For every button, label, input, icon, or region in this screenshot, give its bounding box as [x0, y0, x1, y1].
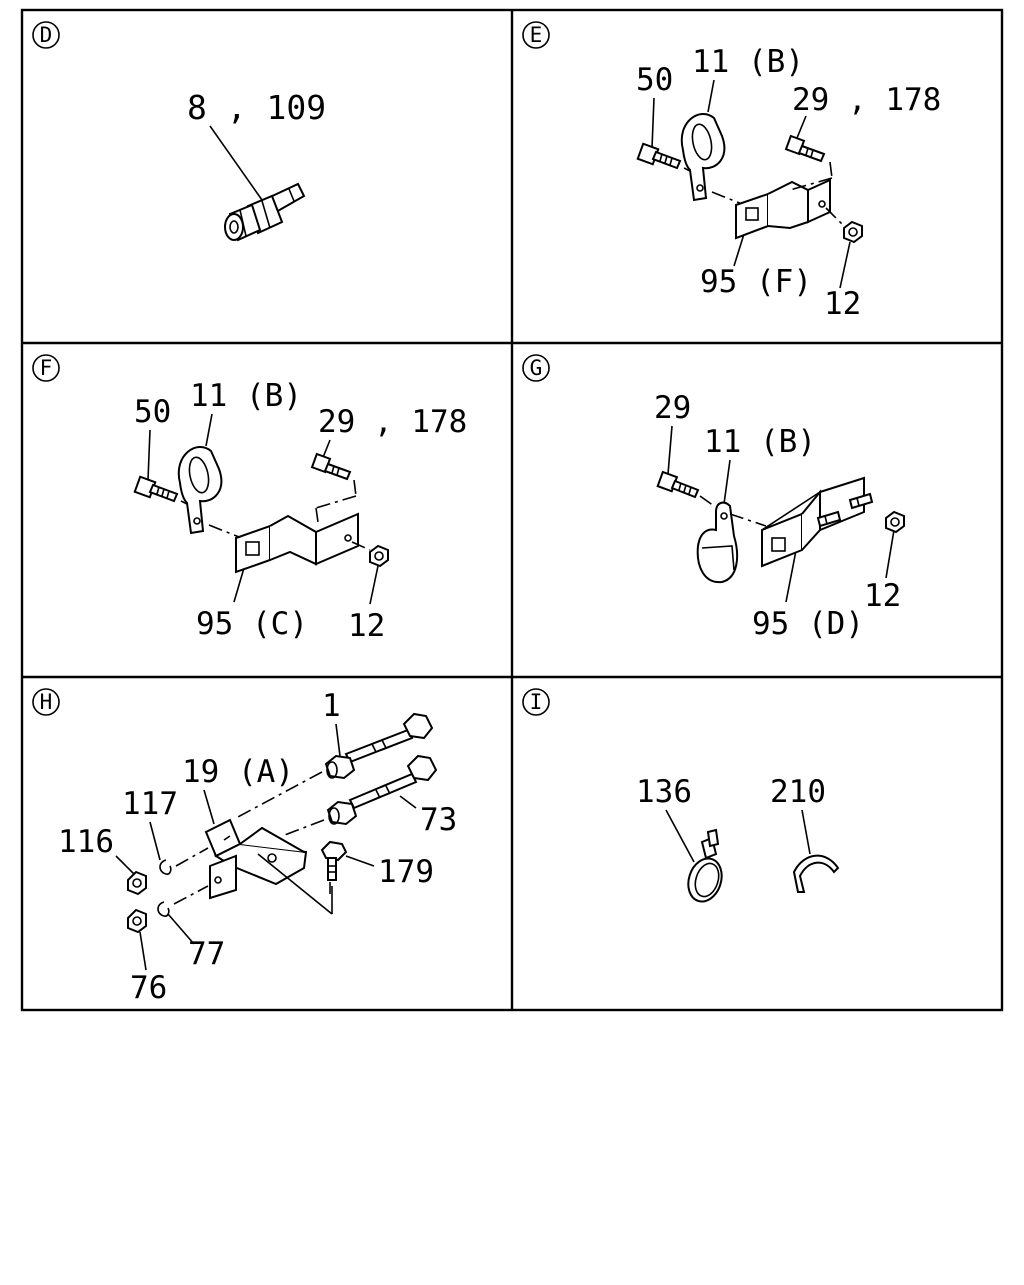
part-label-117: 117: [122, 786, 178, 822]
bracket-95d: [761, 476, 865, 568]
protector-210: [792, 854, 840, 893]
bolt-73: [326, 754, 438, 826]
part-label-12: 12: [824, 286, 861, 322]
part-label-11b: 11 (B): [704, 424, 816, 460]
hose-band-136: [687, 828, 723, 903]
part-label-8-109: 8 , 109: [187, 88, 326, 127]
part-label-95d: 95 (D): [752, 606, 864, 642]
bracket-95f: [735, 178, 831, 240]
bolt-29-178: [310, 452, 352, 481]
part-label-210: 210: [770, 774, 826, 810]
spring-washer-117: [159, 859, 172, 875]
part-label-29-178: 29 , 178: [792, 82, 941, 118]
nut-12: [843, 220, 863, 244]
nut-116: [127, 870, 147, 896]
part-label-116: 116: [58, 824, 114, 860]
panel-tag-h-text: H: [40, 690, 53, 714]
bracket-95c: [235, 512, 359, 574]
panel-f: F 50 11 (B) 29 , 178 95 (C) 12: [32, 354, 467, 644]
part-label-95f: 95 (F): [700, 264, 812, 300]
bolt-1: [324, 712, 434, 780]
part-label-1: 1: [322, 688, 341, 724]
panel-tag-i: I: [522, 688, 550, 716]
panel-tag-e: E: [522, 21, 550, 49]
hose-fitting: [224, 182, 306, 242]
part-label-179: 179: [378, 854, 434, 890]
panel-d: D 8 , 109: [32, 21, 326, 242]
part-label-95c: 95 (C): [196, 606, 308, 642]
part-label-11b: 11 (B): [692, 44, 804, 80]
panel-tag-f: F: [32, 354, 60, 382]
nut-12: [885, 510, 905, 534]
part-label-77: 77: [188, 936, 225, 972]
part-label-136: 136: [636, 774, 692, 810]
clamp-11b: [177, 445, 223, 535]
bolt-179: [320, 840, 348, 881]
panel-h: H 1 19 (A) 117 116 73 179 77 76: [32, 688, 457, 1006]
panel-tag-g: G: [522, 354, 550, 382]
spring-washer-77: [157, 901, 170, 917]
stud-bolts: [816, 492, 874, 528]
bracket-19a: [204, 818, 308, 900]
part-label-19a: 19 (A): [182, 754, 294, 790]
panel-tag-d: D: [32, 21, 60, 49]
clamp-11b: [696, 501, 739, 584]
bolt-29: [656, 470, 700, 499]
panel-tag-i-text: I: [530, 690, 543, 714]
bolt-50: [636, 142, 682, 170]
part-label-76: 76: [130, 970, 167, 1006]
panel-g: G 29 11 (B) 95 (D) 12: [522, 354, 905, 642]
bolt-29-178: [784, 134, 826, 163]
panel-tag-h: H: [32, 688, 60, 716]
bolt-50: [133, 475, 179, 503]
part-label-73: 73: [420, 802, 457, 838]
part-label-12: 12: [864, 578, 901, 614]
part-label-29: 29: [654, 390, 691, 426]
panel-grid: [20, 8, 1004, 1012]
clamp-11b: [680, 112, 726, 202]
panel-tag-g-text: G: [530, 356, 543, 380]
part-label-50: 50: [636, 62, 673, 98]
part-label-50: 50: [134, 394, 171, 430]
panel-tag-d-text: D: [40, 23, 53, 47]
panel-i: I 136 210: [522, 688, 840, 903]
panel-tag-e-text: E: [530, 23, 543, 47]
part-label-12: 12: [348, 608, 385, 644]
nut-76: [127, 908, 147, 934]
part-label-29-178: 29 , 178: [318, 404, 467, 440]
nut-12: [369, 544, 389, 568]
panel-e: E 50 11 (B) 29 , 178 95 (F) 12: [522, 21, 941, 322]
part-label-11b: 11 (B): [190, 378, 302, 414]
panel-tag-f-text: F: [40, 356, 53, 380]
